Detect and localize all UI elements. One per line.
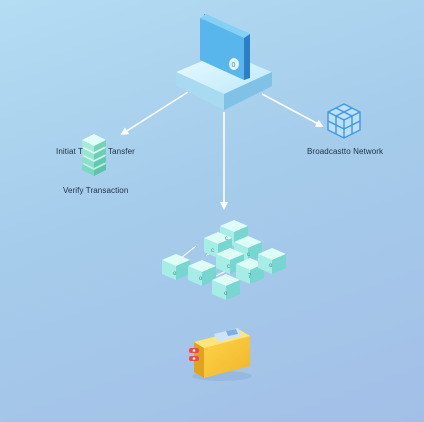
network-cube-icon [327,103,361,139]
svg-text:c: c [227,264,230,270]
arrow-to-initiate [120,91,189,136]
broadcast-network-label: Broadcastto Network [307,147,384,156]
verify-transaction-label: Verify Transaction [63,186,129,195]
svg-text:c: c [247,252,250,258]
svg-text:c: c [211,248,214,254]
svg-text:0: 0 [232,62,236,69]
svg-text:7: 7 [248,274,252,280]
initiate-transfer-label-end: Tansfer [108,147,135,156]
yellow-wallet-icon [189,328,252,381]
arrow-to-broadcast [261,93,324,127]
svg-text:o: o [173,271,177,277]
block-stack-icon [82,134,106,176]
blue-wallet-icon: 0 [176,14,272,110]
svg-text:o: o [224,291,228,297]
svg-text:c: c [225,236,228,242]
svg-text:o: o [199,276,203,282]
blockchain-grid-icon: c c o o c 7 o o c [162,220,286,300]
svg-text:o: o [269,263,273,269]
initiate-transfer-label-start: Initiat T [56,147,83,156]
